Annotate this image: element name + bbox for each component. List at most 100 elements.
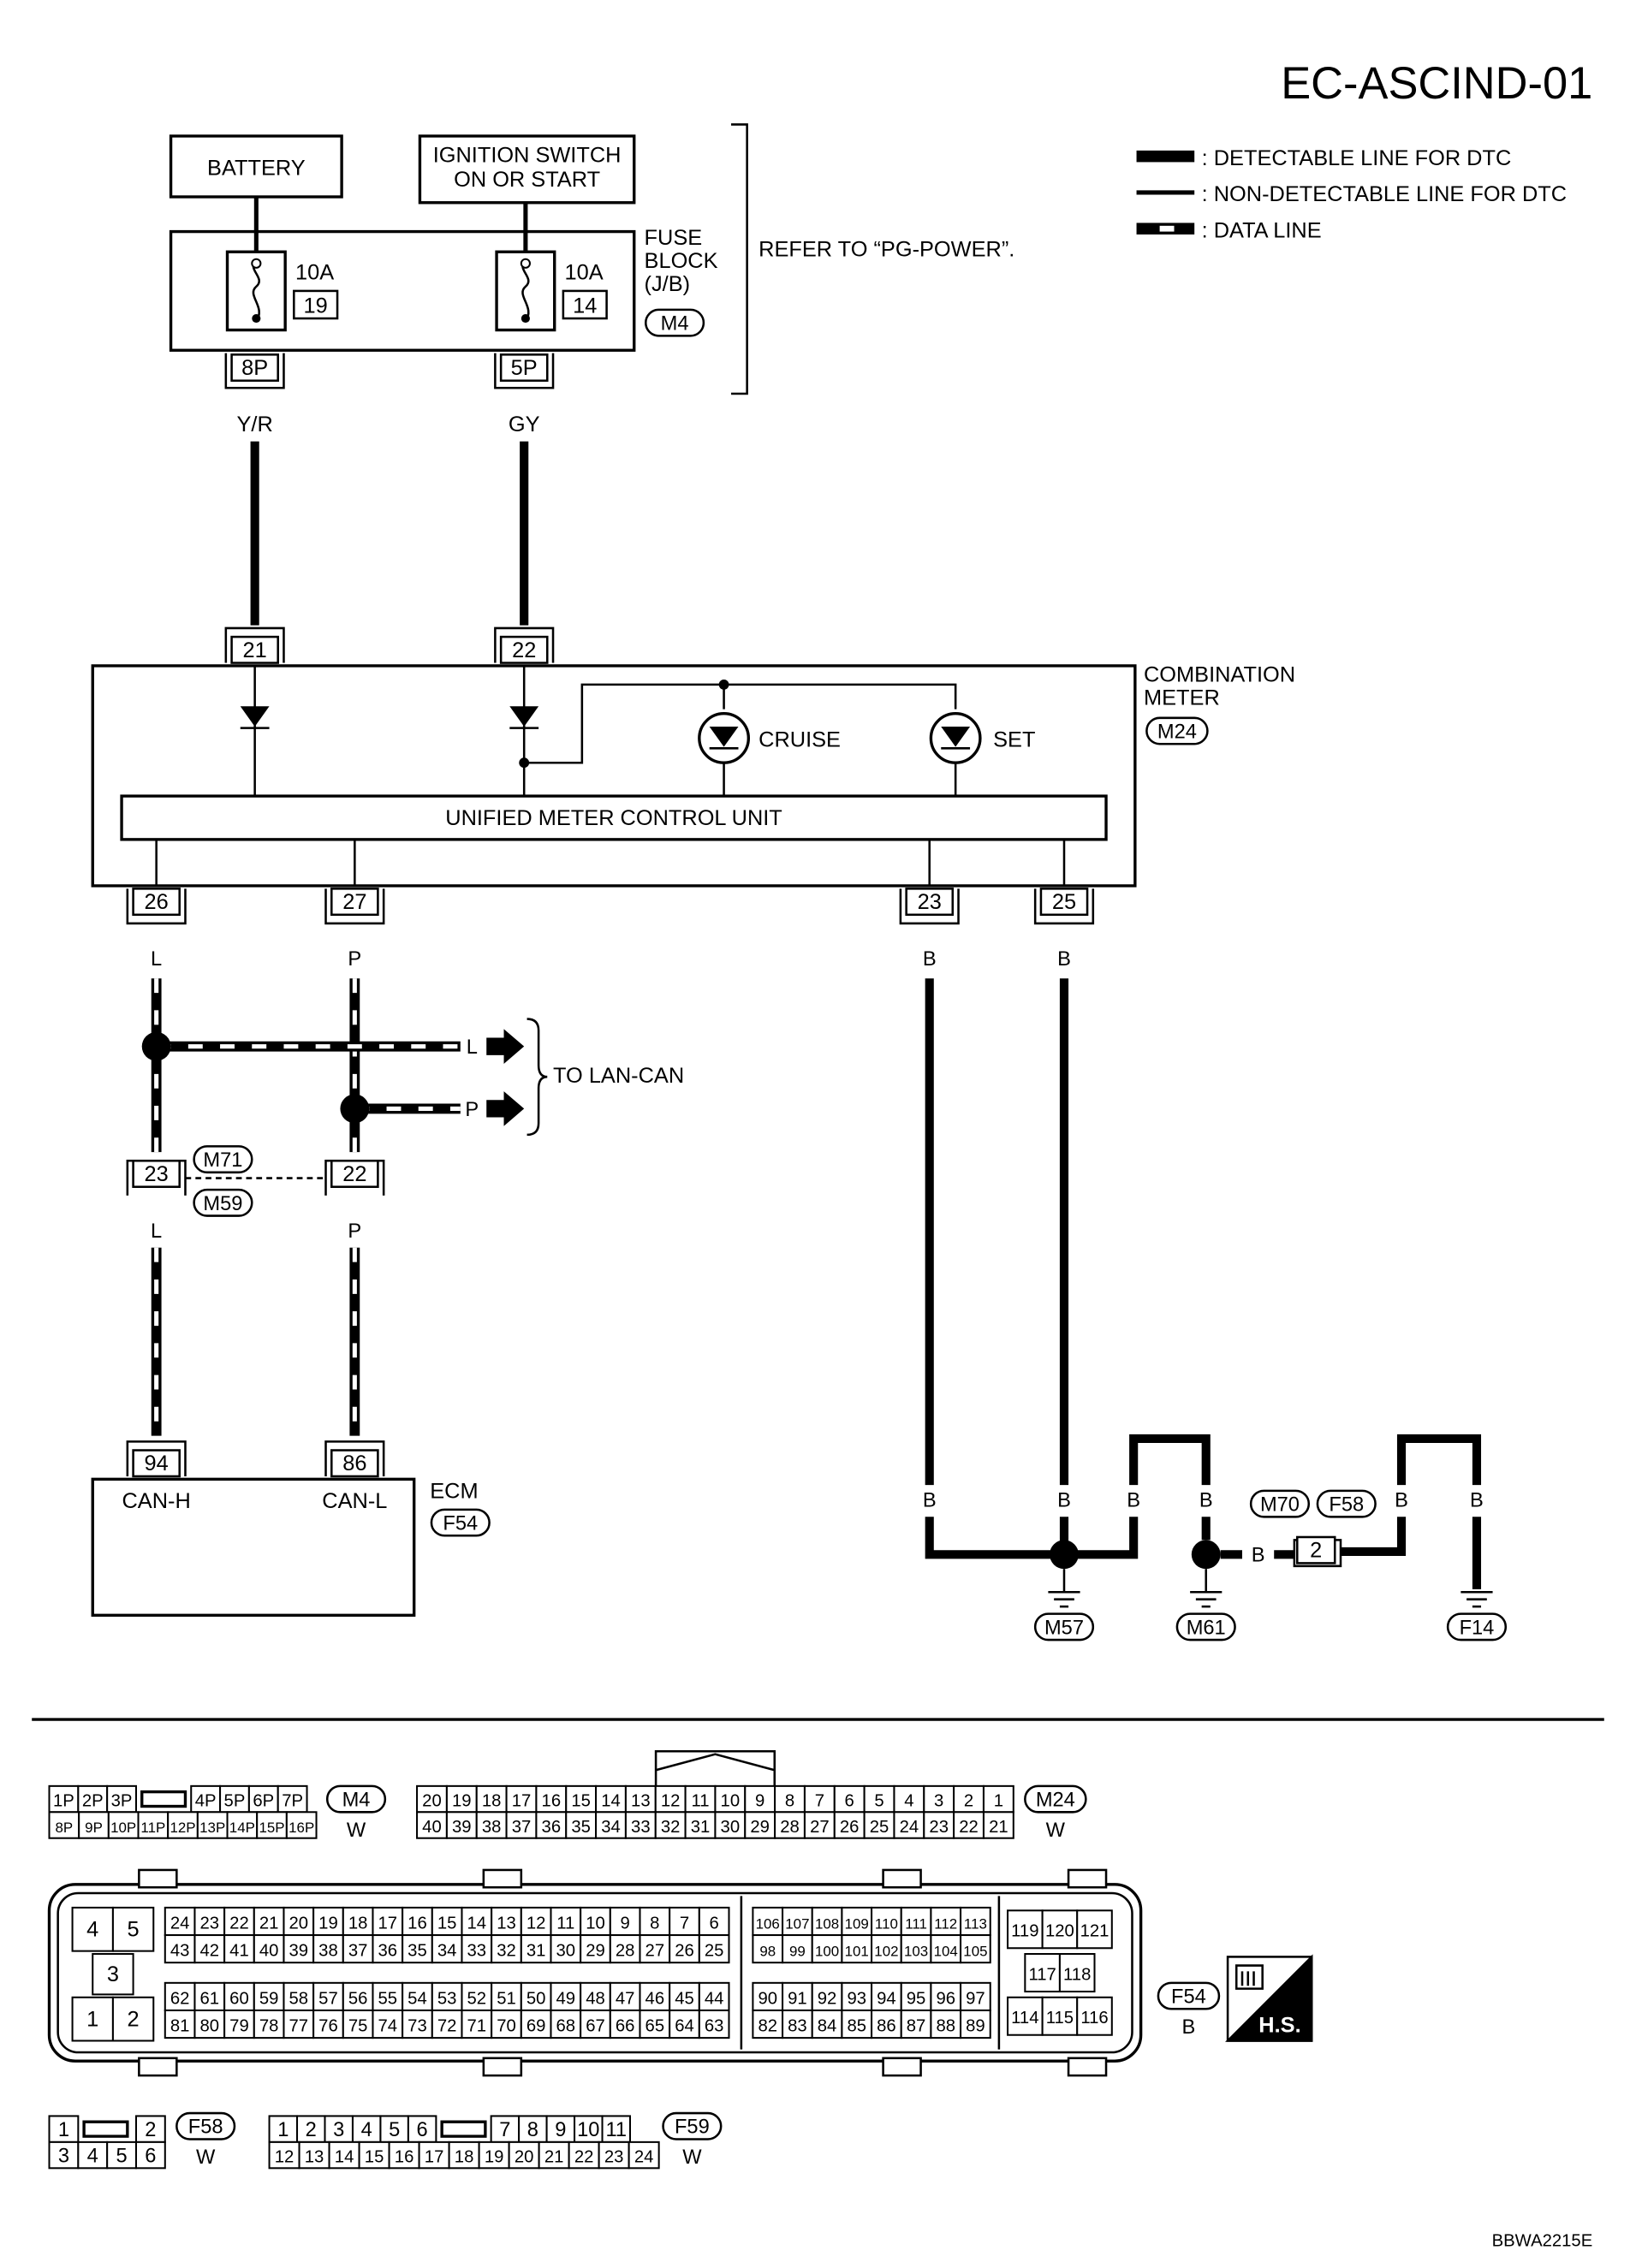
pin-number: 64	[675, 2017, 694, 2036]
connector-m59-label: M59	[203, 1193, 242, 1215]
connector-m24-badge	[1145, 716, 1209, 745]
diode-21	[240, 706, 270, 727]
pin-cell	[580, 1934, 611, 1964]
wire-color-p-meter: P	[348, 948, 361, 971]
wire-color-b-23: B	[923, 948, 937, 971]
pin-number: 16	[408, 1914, 427, 1933]
pin-number: 117	[1028, 1965, 1056, 1984]
pin-cell	[628, 2140, 660, 2170]
pin-number: 6P	[253, 1792, 274, 1811]
pin-number: 114	[1011, 2009, 1038, 2028]
connector-view-f58-color: W	[196, 2146, 216, 2169]
pin-number: 118	[1063, 1965, 1091, 1984]
pin-number: 83	[788, 2017, 807, 2036]
ignition-switch-label-1: IGNITION SWITCH	[433, 143, 622, 167]
pin-number: 107	[785, 1915, 809, 1932]
pin-number: 18	[482, 1792, 502, 1811]
pin-number: 15P	[259, 1820, 284, 1836]
joint-terminal-22: 22	[342, 1162, 366, 1186]
pin-number: 10P	[110, 1820, 136, 1836]
pin-cell	[669, 1981, 700, 2011]
connector-view-f58-name: F58	[188, 2117, 223, 2139]
pin-cell	[639, 1906, 671, 1937]
pin-cell	[190, 1784, 222, 1814]
pin-number: 5	[389, 2119, 400, 2141]
pin-number: 7	[680, 1914, 689, 1933]
pin-number: 100	[815, 1944, 839, 1960]
pin-cell	[196, 1811, 229, 1839]
pin-cell	[445, 1811, 478, 1839]
pin-number: 60	[229, 1989, 249, 2008]
splice-l	[141, 1031, 171, 1061]
pin-number: 2	[128, 2008, 140, 2032]
pin-cell	[285, 1811, 318, 1839]
pin-number: 4	[86, 1918, 98, 1942]
pin-number: 6	[145, 2146, 156, 2168]
pin-cell	[312, 1934, 344, 1964]
pin-number: 80	[200, 2017, 220, 2036]
pin-cell	[1041, 1996, 1079, 2036]
pin-number: 95	[907, 1989, 926, 2008]
pin-number: 97	[966, 1989, 985, 2008]
meter-terminal-23: 23	[918, 890, 942, 914]
pin-number: 33	[467, 1942, 487, 1961]
pin-number: 11	[605, 2119, 627, 2141]
pin-number: 8	[785, 1792, 794, 1811]
pin-number: 94	[877, 1989, 896, 2008]
pin-number: 17	[512, 1792, 532, 1811]
pin-cell	[698, 1934, 730, 1964]
pin-number: 1	[277, 2119, 289, 2141]
pin-number: 6	[417, 2119, 428, 2141]
pin-number: 9	[621, 1914, 630, 1933]
pin-cell	[714, 1811, 747, 1839]
pin-number: 93	[847, 1989, 866, 2008]
pin-number: 113	[964, 1915, 987, 1932]
pin-cell	[669, 1934, 700, 1964]
pin-number: 13	[305, 2148, 324, 2167]
wire-color-l-joint: L	[151, 1220, 162, 1243]
pin-cell	[782, 2009, 813, 2039]
pin-cell	[953, 1811, 985, 1839]
pin-number: 119	[1011, 1922, 1038, 1941]
pin-cell	[402, 1934, 433, 1964]
connector-f54-housing-inner	[57, 1891, 1133, 2054]
pin-number: 35	[571, 1818, 591, 1837]
pin-number: 82	[758, 2017, 777, 2036]
fuse-14-amps: 10A	[565, 260, 604, 284]
pin-number: 99	[789, 1944, 806, 1960]
meter-terminal-21: 21	[243, 638, 267, 662]
pin-number: 1P	[53, 1792, 74, 1811]
meter-terminal-22: 22	[512, 638, 536, 662]
cruise-lamp-label: CRUISE	[759, 728, 841, 752]
pin-number: 3	[934, 1792, 943, 1811]
pin-cell	[923, 1811, 955, 1839]
pin-number: 102	[874, 1944, 898, 1960]
pin-number: 29	[750, 1818, 770, 1837]
pin-number: 66	[616, 2017, 635, 2036]
pin-cell	[609, 1934, 641, 1964]
wire-color-b-g2: B	[1057, 1489, 1071, 1511]
connector-view-f54-name: F54	[1171, 1986, 1206, 2009]
ground-m61-label: M61	[1187, 1617, 1226, 1639]
pin-number: 1	[58, 2119, 69, 2141]
wire-color-b-g1: B	[923, 1489, 937, 1511]
pin-number: 27	[645, 1942, 665, 1961]
pin-number: 24	[634, 2148, 654, 2167]
pin-cell	[609, 1981, 641, 2011]
pin-number: 4P	[195, 1792, 217, 1811]
legend-data-line-label: : DATA LINE	[1202, 218, 1322, 242]
wire-color-b-g4: B	[1199, 1489, 1213, 1511]
connector-view-m4-color: W	[347, 1820, 366, 1842]
pin-number: 109	[845, 1915, 869, 1932]
pin-cell	[565, 1811, 598, 1839]
pin-number: 67	[586, 2017, 605, 2036]
pin-cell	[431, 2009, 463, 2039]
pin-number: 61	[200, 1989, 220, 2008]
lan-can-brace	[526, 1018, 548, 1137]
pin-cell	[253, 2009, 285, 2039]
pin-number: 81	[170, 2017, 190, 2036]
pin-number: 15	[437, 1914, 457, 1933]
pin-number: 8	[650, 1914, 659, 1933]
ground-m57-label: M57	[1044, 1617, 1084, 1639]
